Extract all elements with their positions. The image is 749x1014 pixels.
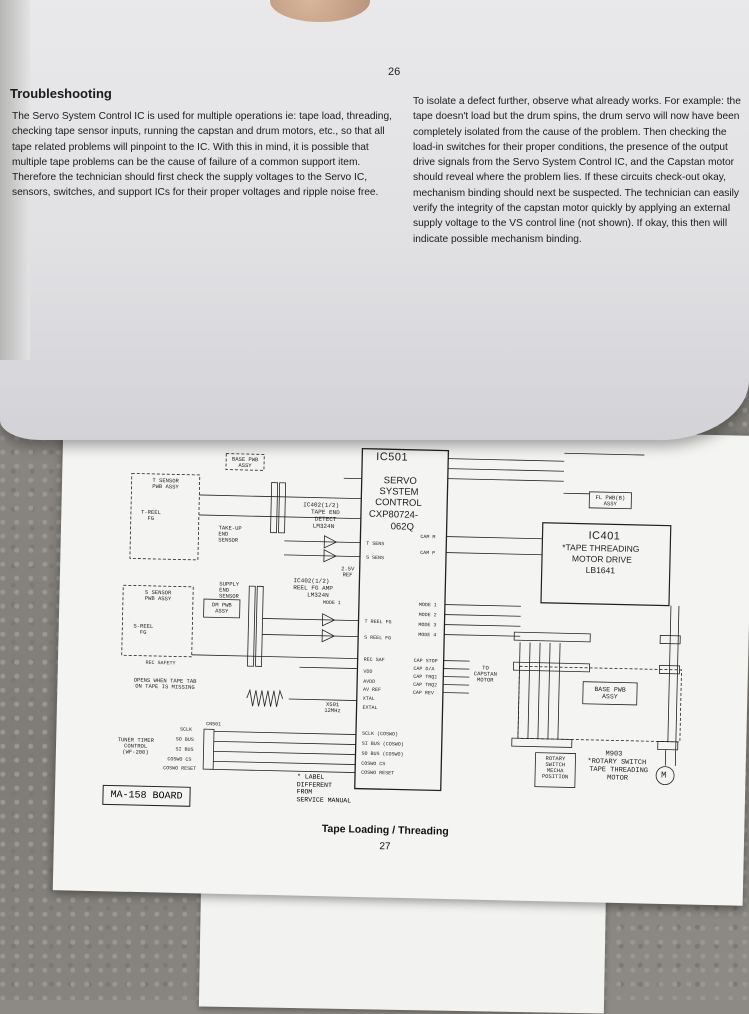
ic402a-line4: LM324N [313, 523, 335, 530]
tuner-so-bus: SO BUS [176, 736, 194, 742]
pin-mode-1-r: MODE 1 [419, 602, 437, 608]
schematic-wiring [95, 433, 744, 857]
pin-rec-saf: REC SAF [364, 657, 385, 663]
pin-coswo-cs: COSWO CS [361, 761, 385, 768]
pin-sclk: SCLK (COSWO) [362, 731, 398, 738]
rotary-switch-label: ROTARY SWITCH MECHA POSITION [535, 756, 576, 781]
pin-t-sens: T SENS [366, 541, 384, 547]
page-number-26: 26 [388, 66, 400, 78]
pin-t-reel-fg: T REEL FG [364, 619, 391, 626]
pin-cap-rev: CAP REV [413, 690, 434, 696]
pin-mode-1: MODE 1 [323, 600, 341, 606]
pin-avdd: AVDD [363, 679, 375, 685]
opens-note: OPENS WHEN TAPE TAB ON TAPE IS MISSING [125, 677, 205, 691]
tuner-si-bus: SI BUS [175, 746, 193, 752]
pin-si-bus: SI BUS (COSWO) [362, 741, 404, 748]
pin-cap-da: CAP D/A [413, 666, 434, 672]
pin-cap-trq1: CAP TRQ1 [413, 674, 437, 681]
ic501-line3: CONTROL [375, 497, 422, 509]
page-26: 26 Troubleshooting The Servo System Cont… [0, 0, 749, 440]
crystal-label: X501 12MHz [320, 702, 344, 715]
ic401-line2: MOTOR DRIVE [572, 553, 632, 565]
takeup-end-sensor: TAKE-UP END SENSOR [218, 525, 248, 544]
motor-symbol: M [661, 771, 667, 781]
pin-coswo-reset: COSWO RESET [361, 770, 394, 777]
pin-vdd: VDD [363, 669, 372, 675]
cn501-label: CN501 [206, 721, 221, 727]
m903-line4: MOTOR [607, 774, 628, 782]
troubleshooting-heading: Troubleshooting [10, 86, 112, 101]
pin-extal: EXTAL [362, 705, 377, 711]
pin-xtal: XTAL [363, 696, 375, 702]
pin-so-bus: SO BUS (COSWO) [361, 751, 403, 758]
ic501-line2: SYSTEM [379, 486, 418, 498]
pin-s-reel-fg: S REEL FG [364, 635, 391, 642]
ic401-line3: LB1641 [586, 565, 616, 577]
ic402b-line3: LM324N [307, 591, 329, 598]
base-pwb-right-label: BASE PWB ASSY [583, 686, 637, 701]
pin-cap-stop: CAP STOP [414, 658, 438, 665]
t-reel-fg-label: T-REEL FG [139, 510, 163, 523]
tuner-coswo-cs: COSWO CS [167, 756, 191, 763]
tuner-timer-block: TUNER TIMER CONTROL (WF-200) [111, 737, 159, 756]
ic501-label: IC501 [376, 451, 408, 464]
tuner-coswo-reset: COSWO RESET [163, 765, 196, 772]
pin-cam-m: CAM M [420, 534, 435, 540]
supply-end-sensor: SUPPLY END SENSOR [219, 581, 249, 600]
ic501-line5: 062Q [391, 521, 414, 533]
pin-mode-2: MODE 2 [419, 612, 437, 618]
ic501-line4: CXP80724- [369, 509, 418, 521]
ic401-label: IC401 [588, 530, 620, 543]
schematic-diagram: IC501 SERVO SYSTEM CONTROL CXP80724- 062… [95, 433, 744, 857]
left-paragraph: The Servo System Control IC is used for … [12, 109, 392, 201]
rec-safety-label: REC SAFETY [145, 660, 175, 667]
pin-cam-p: CAM P [420, 550, 435, 556]
right-paragraph: To isolate a defect further, observe wha… [413, 94, 749, 247]
fl-pwb-label: FL PWB(B) ASSY [589, 495, 631, 508]
pin-s-sens: S SENS [366, 555, 384, 561]
to-capstan-label: TO CAPSTAN MOTOR [471, 665, 499, 684]
t-sensor-label: T SENSOR PWB ASSY [131, 477, 199, 491]
base-pwb-top-label: BASE PWB ASSY [226, 457, 264, 470]
page-number-27: 27 [379, 841, 390, 852]
pin-cap-trq2: CAP TRQ2 [413, 682, 437, 689]
tuner-sclk: SCLK [180, 727, 192, 733]
label-note: * LABEL DIFFERENT FROM SERVICE MANUAL [296, 773, 351, 804]
s-reel-fg-label: S-REEL FG [130, 623, 156, 636]
s-sensor-label: S SENSOR PWB ASSY [123, 589, 193, 603]
dm-pwb-label: DM PWB ASSY [204, 602, 240, 615]
pin-mode-3: MODE 3 [418, 622, 436, 628]
ref-label: 2.5V REF [335, 566, 359, 579]
pin-mode-4: MODE 4 [418, 632, 436, 638]
ic501-line1: SERVO [384, 475, 417, 487]
board-label: MA-158 BOARD [102, 785, 190, 807]
pin-av-ref: AV REF [363, 687, 381, 693]
